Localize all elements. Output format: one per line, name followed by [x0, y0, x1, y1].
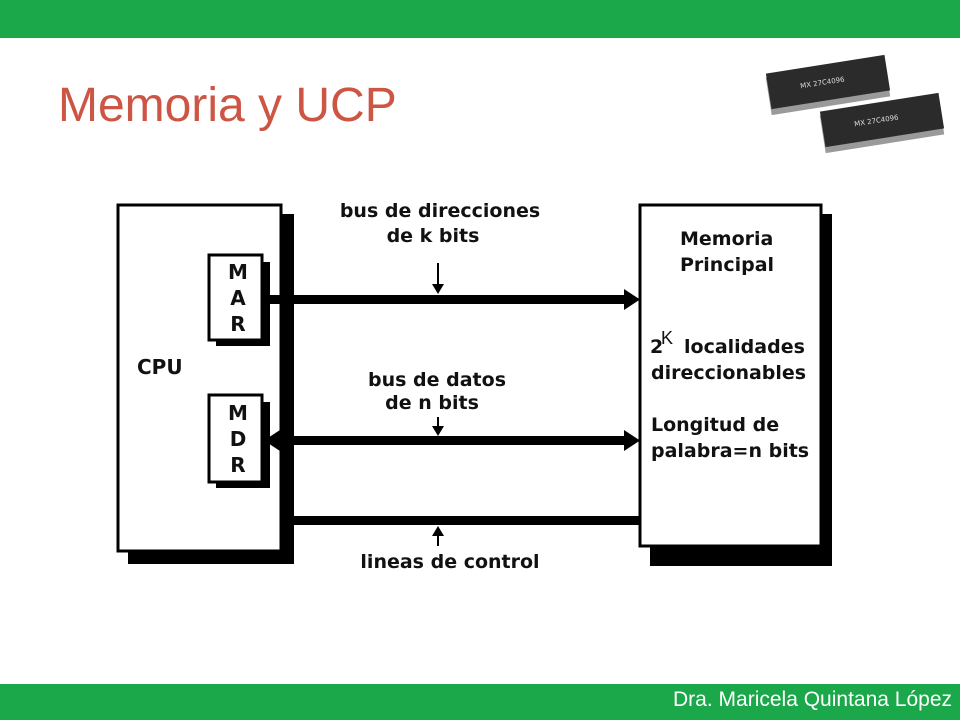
memory-chips-icon: MX 27C4096 MX 27C4096: [765, 54, 945, 154]
address-bus-label-line1: bus de direcciones: [340, 200, 540, 222]
memory-title-line2: Principal: [680, 254, 774, 276]
chip-1: MX 27C4096: [765, 54, 891, 116]
mdr-box: [207, 393, 264, 484]
locations-exponent: K: [661, 328, 673, 348]
locations-base: 2: [650, 336, 663, 358]
slide-title: Memoria y UCP: [58, 79, 397, 132]
word-length-line2: palabra=n bits: [651, 440, 809, 462]
data-bus-line: [279, 436, 624, 445]
locations-line1: localidades: [684, 336, 805, 358]
control-lines-line: [281, 516, 641, 525]
mar-letter-2: A: [230, 286, 246, 310]
mar-letter-1: M: [228, 260, 248, 284]
top-bar: [0, 0, 960, 38]
cpu-label: CPU: [137, 355, 183, 379]
mdr-letter-3: R: [230, 453, 245, 477]
mar-box: [207, 253, 264, 342]
control-lines-label: lineas de control: [360, 551, 539, 573]
memory-title-line1: Memoria: [680, 228, 773, 250]
control-lines-pointer-head: [432, 526, 444, 536]
bottom-bar: Dra. Maricela Quintana López: [0, 684, 960, 720]
author-credit: Dra. Maricela Quintana López: [673, 688, 952, 711]
data-bus-label-line1: bus de datos: [368, 369, 506, 391]
locations-line2: direccionables: [651, 362, 806, 384]
data-bus-label-line2: de n bits: [385, 392, 479, 414]
mdr-letter-2: D: [230, 427, 247, 451]
data-bus-pointer-head: [432, 426, 444, 436]
data-bus-arrowhead-right: [624, 430, 640, 451]
mar-letter-3: R: [230, 312, 245, 336]
memory-box: [638, 203, 823, 548]
address-bus-line: [262, 295, 625, 304]
mdr-letter-1: M: [228, 401, 248, 425]
address-bus-arrowhead: [624, 289, 640, 310]
chip-2: MX 27C4096: [819, 92, 945, 154]
word-length-line1: Longitud de: [651, 414, 779, 436]
address-bus-label-line2: de k bits: [387, 225, 480, 247]
address-bus-pointer-head: [432, 284, 444, 294]
data-bus-arrowhead-left: [264, 430, 280, 451]
